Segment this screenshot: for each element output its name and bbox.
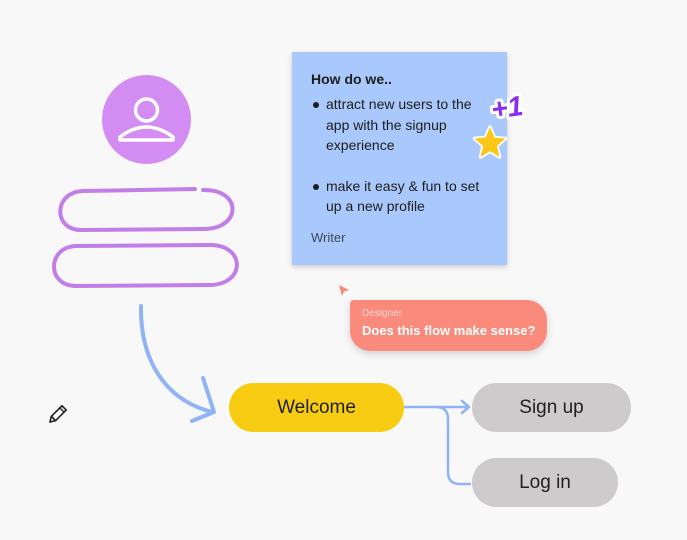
connector-to-signup-head	[460, 399, 471, 415]
sketch-field-1	[58, 187, 235, 233]
bullet-dot	[313, 102, 319, 108]
pencil-icon	[49, 404, 68, 423]
curved-arrow	[138, 304, 214, 414]
sticky-note-bullet: make it easy & fun to set up a new profi…	[311, 176, 486, 217]
login-node[interactable]: Log in	[472, 458, 618, 507]
sticky-note-author: Writer	[311, 229, 346, 245]
sticky-note-title: How do we..	[311, 71, 392, 87]
sticky-note[interactable]: How do we.. attract new users to the app…	[292, 52, 507, 265]
sticky-note-bullet: attract new users to the app with the si…	[311, 94, 486, 156]
pointer-icon	[339, 285, 349, 296]
bullet-text: make it easy & fun to set up a new profi…	[326, 177, 480, 215]
curved-arrow-head	[190, 376, 216, 423]
signup-node[interactable]: Sign up	[472, 383, 631, 432]
sketched-form-fields	[52, 187, 239, 289]
bullet-text: attract new users to the app with the si…	[326, 96, 472, 153]
user-icon	[118, 97, 175, 142]
comment-bubble[interactable]: Designer Does this flow make sense?	[350, 300, 547, 351]
welcome-node[interactable]: Welcome	[229, 383, 404, 432]
plus-one-sticker[interactable]: +1	[484, 87, 530, 127]
comment-author: Designer	[362, 308, 403, 319]
star-icon	[472, 125, 508, 159]
comment-text: Does this flow make sense?	[362, 323, 536, 338]
connector-to-login	[435, 405, 471, 486]
sketch-field-2	[52, 242, 239, 289]
plus-one-text: +1	[489, 90, 525, 125]
avatar[interactable]	[102, 75, 191, 164]
star-sticker[interactable]	[470, 123, 510, 163]
bullet-dot	[313, 183, 319, 190]
